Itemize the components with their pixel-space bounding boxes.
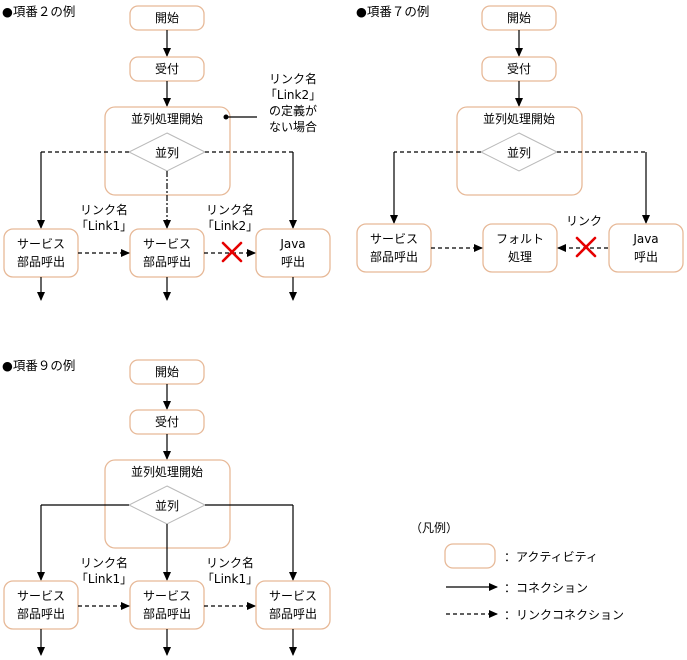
example7-invalid-cross-icon [575, 236, 597, 258]
example9-service1-line2: 部品呼出 [17, 606, 65, 621]
example7-parallel-label: 並列 [507, 146, 531, 160]
example9-service3-line1: サービス [269, 589, 317, 603]
example9-parallel-start-label: 並列処理開始 [131, 465, 203, 479]
example9-title: ●項番９の例 [2, 358, 75, 373]
example9-start-label: 開始 [155, 365, 179, 379]
example2-java-line2: 呼出 [281, 255, 305, 269]
example2-title: ●項番２の例 [2, 4, 75, 19]
legend-activity-label: ：アクティビティ [504, 550, 598, 564]
example7-parallel-diamond [479, 132, 559, 172]
example7-fault-line2: 処理 [508, 250, 532, 264]
example7-java-node [608, 223, 684, 273]
example9-link1-label-line2: 「Link1」 [76, 572, 132, 586]
example7-java-line2: 呼出 [634, 250, 658, 264]
example2-link1-label-line1: リンク名 [80, 202, 128, 217]
example7-start-label: 開始 [507, 11, 531, 25]
example7-java-line1: Java [632, 232, 658, 246]
example9-service3-line2: 部品呼出 [269, 606, 317, 621]
example9-service2-line1: サービス [143, 589, 191, 603]
example9-accept-label: 受付 [155, 415, 179, 429]
example7-service-line2: 部品呼出 [370, 249, 418, 264]
legend: （凡例） ：アクティビティ ：コネクション ：リンクコネクション [410, 521, 624, 622]
example2-note-line1: リンク名 [269, 71, 317, 86]
example7-title: ●項番７の例 [356, 4, 429, 19]
legend-activity-swatch [444, 543, 496, 569]
example2-link2-label-line2: 「Link2」 [202, 219, 258, 233]
example7-link-label: リンク [566, 214, 602, 228]
example2-note-line3: の定義が [269, 103, 317, 118]
example9-link1-label-line1: リンク名 [80, 555, 128, 570]
example2-link1-label-line2: 「Link1」 [76, 219, 132, 233]
example2-note-line2: 「Link2」 [265, 88, 321, 102]
example7-service-line1: サービス [370, 232, 418, 246]
example9-link2-label-line2: 「Link1」 [202, 572, 258, 586]
example2-service2-line2: 部品呼出 [143, 254, 191, 269]
example7-fault-line1: フォルト [496, 232, 544, 246]
example2-note-line4: ない場合 [269, 119, 317, 134]
example2-parallel-label: 並列 [155, 146, 179, 160]
example2-service1-line1: サービス [17, 237, 65, 251]
example9-parallel-label: 並列 [155, 499, 179, 513]
example2-start-label: 開始 [155, 11, 179, 25]
example2-parallel-start-label: 並列処理開始 [131, 112, 203, 126]
example2-link2-label-line1: リンク名 [206, 202, 254, 217]
legend-link-connection-label: ：リンクコネクション [504, 608, 624, 622]
legend-connection-label: ：コネクション [504, 581, 588, 595]
example9-diagram: ●項番９の例 開始 受付 並列処理開始 並列 リンク名 「Link1」 リンク名… [2, 358, 331, 656]
example7-diagram: ●項番７の例 開始 受付 並列処理開始 並列 サービス 部品呼出 フォルト 処理… [356, 4, 684, 273]
example2-service2-line1: サービス [143, 237, 191, 251]
example2-service1-line2: 部品呼出 [17, 254, 65, 269]
example9-service2-line2: 部品呼出 [143, 606, 191, 621]
legend-title: （凡例） [410, 521, 458, 535]
example9-link2-label-line1: リンク名 [206, 555, 254, 570]
example2-diagram: ●項番２の例 開始 受付 並列処理開始 並列 リンク名 「Link2」 の定義が… [2, 4, 331, 301]
example2-java-line1: Java [279, 237, 305, 251]
example7-accept-label: 受付 [507, 62, 531, 76]
example7-parallel-start-label: 並列処理開始 [483, 112, 555, 126]
example9-service1-line1: サービス [17, 589, 65, 603]
example2-accept-label: 受付 [155, 62, 179, 76]
example2-invalid-cross-icon [221, 241, 243, 263]
